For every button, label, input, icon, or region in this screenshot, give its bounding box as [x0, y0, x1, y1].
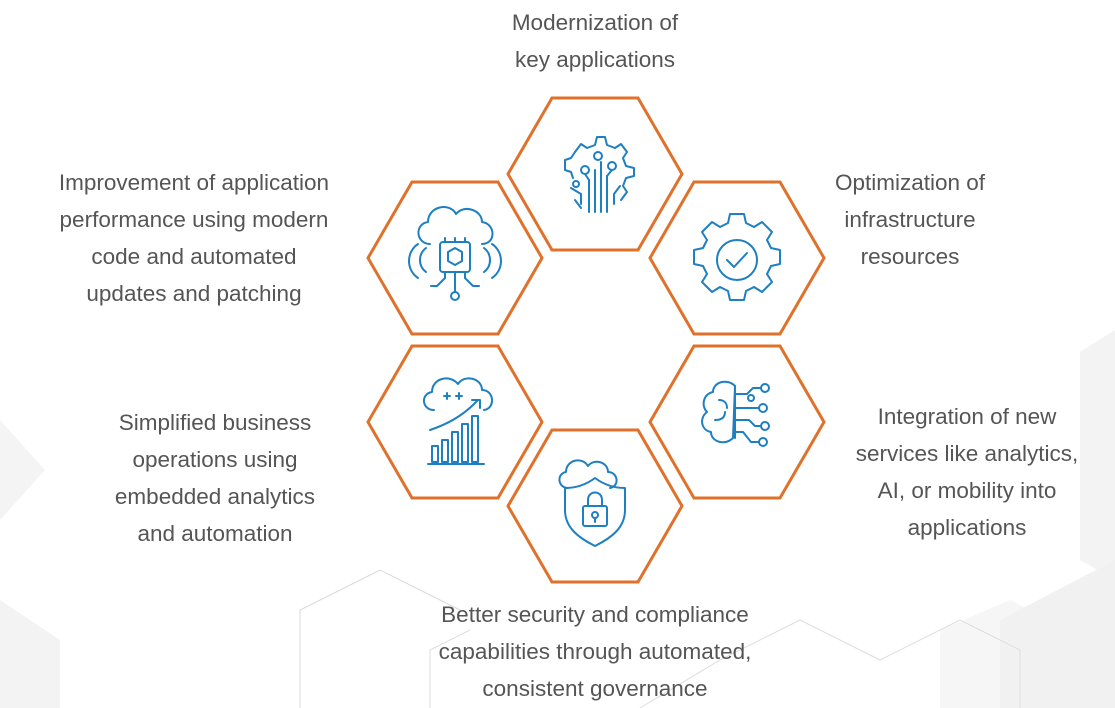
label-line: code and automated — [91, 244, 297, 269]
hex-modernization — [506, 96, 684, 252]
label-line: operations using — [132, 447, 298, 472]
label-line: infrastructure — [844, 207, 976, 232]
label-line: Optimization of — [834, 170, 986, 195]
label-line: capabilities through automated, — [438, 639, 752, 664]
label-optimization: Optimization of infrastructure resources — [790, 164, 1030, 275]
hex-improvement — [366, 180, 544, 336]
label-improvement: Improvement of application performance u… — [4, 164, 384, 312]
cloud-chip-icon — [408, 206, 502, 301]
label-line: embedded analytics — [114, 484, 316, 509]
label-security: Better security and compliance capabilit… — [380, 596, 810, 707]
label-line: key applications — [514, 47, 676, 72]
label-line: AI, or mobility into — [877, 478, 1057, 503]
gear-check-icon — [693, 213, 781, 301]
label-modernization: Modernization of key applications — [455, 4, 735, 78]
hex-security — [506, 428, 684, 584]
cloud-growth-chart-icon — [423, 377, 493, 465]
hex-optimization — [648, 180, 826, 336]
hex-simplified — [366, 344, 544, 500]
label-simplified: Simplified business operations using emb… — [60, 404, 370, 552]
label-line: updates and patching — [86, 281, 302, 306]
label-line: resources — [860, 244, 960, 269]
label-line: and automation — [137, 521, 293, 546]
label-line: performance using modern — [59, 207, 329, 232]
cloud-shield-lock-icon — [558, 459, 626, 547]
hex-integration — [648, 344, 826, 500]
brain-circuit-icon — [701, 380, 770, 447]
label-line: applications — [907, 515, 1027, 540]
label-line: services like analytics, — [855, 441, 1079, 466]
label-line: Improvement of application — [58, 170, 330, 195]
label-line: Integration of new — [877, 404, 1057, 429]
label-line: Simplified business — [118, 410, 312, 435]
label-line: Better security and compliance — [441, 602, 749, 627]
gear-circuit-icon — [564, 136, 635, 213]
label-line: consistent governance — [482, 676, 708, 701]
label-integration: Integration of new services like analyti… — [822, 398, 1112, 546]
label-line: Modernization of — [511, 10, 679, 35]
